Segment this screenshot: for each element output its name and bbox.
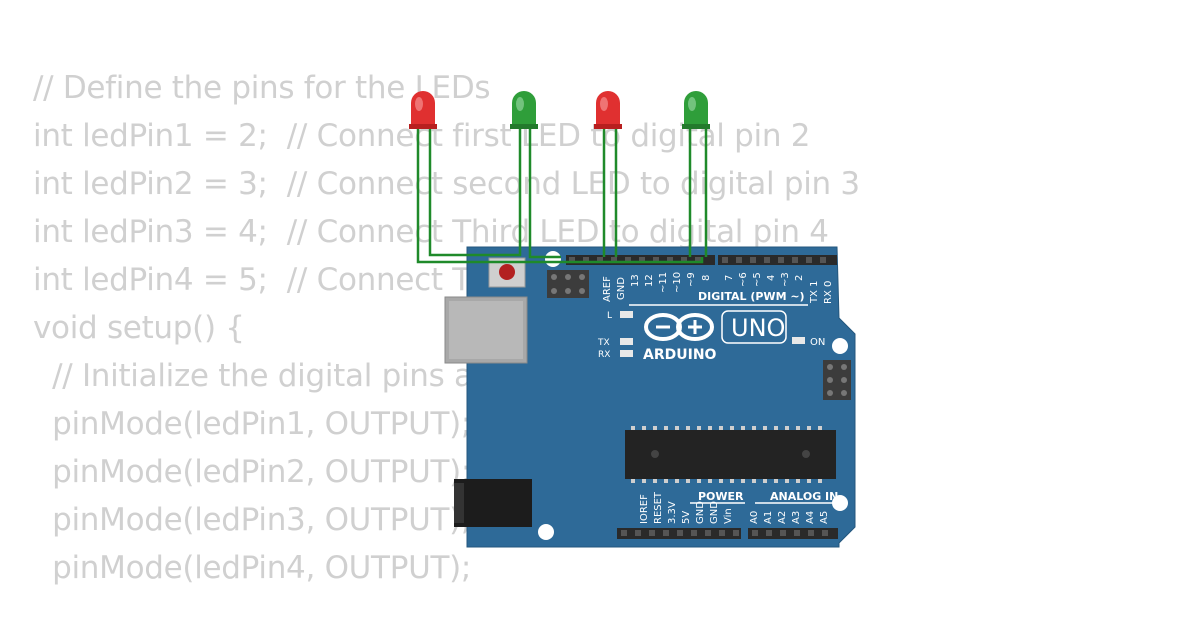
mounting-hole [538, 524, 554, 540]
power-label: POWER [698, 490, 744, 503]
pin-label: 4 [766, 275, 777, 281]
brand-label: ARDUINO [643, 347, 717, 363]
arduino-uno-board[interactable]: AREF GND 13 12 ~11 ~10 ~9 8 7 ~6 ~5 4 ~3… [444, 246, 856, 548]
code-line: int ledPin2 = 3; // Connect second LED t… [33, 166, 860, 202]
pin-label: ~5 [752, 272, 763, 287]
wire [528, 128, 561, 259]
code-line: pinMode(ledPin4, OUTPUT); [33, 550, 472, 586]
pin-label: TX 1 [809, 281, 820, 305]
digital-header[interactable] [566, 255, 837, 265]
microcontroller-chip [625, 426, 836, 483]
arduino-logo-icon [644, 313, 714, 341]
wire [428, 128, 522, 257]
power-header[interactable] [617, 528, 741, 539]
mounting-hole [832, 495, 848, 511]
power-jack [454, 479, 532, 527]
pin-label: 3.3V [667, 501, 678, 524]
digital-pwm-label: DIGITAL (PWM ~) [698, 290, 805, 303]
l-led [620, 311, 633, 318]
on-label: ON [810, 337, 825, 348]
pin-label: RX 0 [823, 281, 834, 304]
pin-label: 5V [681, 511, 692, 524]
tx-led [620, 338, 633, 345]
code-line: pinMode(ledPin3, OUTPUT); [33, 502, 472, 538]
icsp-header-right [823, 360, 851, 400]
rx-label: RX [598, 350, 610, 360]
pin-label: ~6 [738, 272, 749, 287]
rx-led [620, 350, 633, 357]
code-line: pinMode(ledPin1, OUTPUT); [33, 406, 472, 442]
pin-label: A5 [819, 511, 830, 524]
analog-header[interactable] [748, 528, 838, 539]
pin-label: 2 [794, 275, 805, 281]
code-line: int ledPin3 = 4; // Connect Third LED to… [33, 214, 829, 250]
pin-label: A3 [791, 511, 802, 524]
mounting-hole [832, 338, 848, 354]
pin-label: GND [616, 277, 627, 300]
pin-label: ~3 [780, 272, 791, 287]
wires [416, 128, 708, 264]
code-line: void setup() { [33, 310, 245, 346]
pin-label: ~11 [658, 272, 669, 293]
pin-label: Vin [723, 508, 734, 524]
icsp-header [547, 270, 589, 298]
analog-in-label: ANALOG IN [770, 490, 838, 503]
l-label: L [607, 311, 612, 321]
pin-label: 7 [724, 275, 735, 281]
pin-label: 12 [644, 274, 655, 287]
led-red[interactable] [594, 91, 622, 129]
pin-label: GND [709, 501, 720, 524]
code-line: pinMode(ledPin2, OUTPUT); [33, 454, 472, 490]
pin-label: GND [695, 501, 706, 524]
pin-label: A1 [763, 511, 774, 524]
pin-label: A2 [777, 511, 788, 524]
mounting-hole [545, 251, 561, 267]
pin-label: RESET [653, 491, 664, 524]
tx-label: TX [597, 338, 610, 348]
pin-label: IOREF [639, 494, 650, 524]
led-green[interactable] [682, 91, 710, 129]
on-led [792, 337, 805, 344]
pin-label: 8 [701, 275, 712, 281]
pin-label: AREF [602, 276, 613, 302]
wire [416, 128, 704, 264]
pin-label: 13 [630, 274, 641, 287]
pin-label: A4 [805, 511, 816, 524]
model-badge [721, 310, 787, 344]
pin-label: ~9 [686, 272, 697, 287]
pin-label: ~10 [672, 272, 683, 293]
led-green[interactable] [510, 91, 538, 129]
model-label: UNO [731, 314, 785, 342]
pin-label: A0 [749, 511, 760, 524]
led-red[interactable] [409, 91, 437, 129]
